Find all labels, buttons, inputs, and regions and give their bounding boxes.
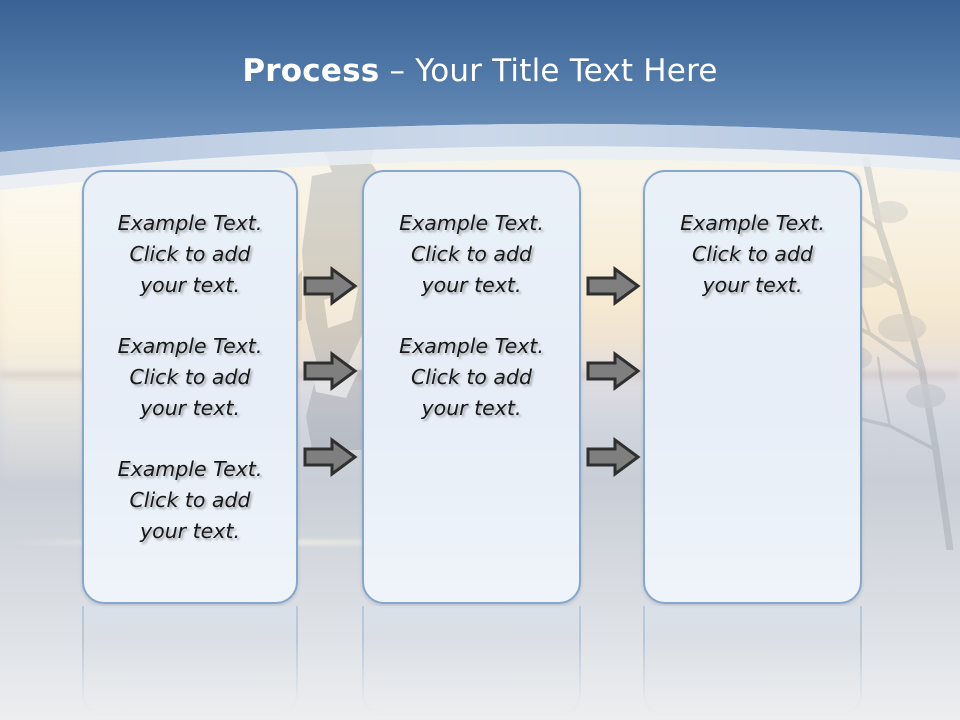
right-block-arrow-icon[interactable] <box>585 351 641 391</box>
right-block-arrow-icon[interactable] <box>302 266 358 306</box>
process-box-2-text-1[interactable]: Example Text. Click to add your text. <box>399 211 544 297</box>
process-box-2-text-2[interactable]: Example Text. Click to add your text. <box>399 334 544 420</box>
right-block-arrow-icon[interactable] <box>302 437 358 477</box>
right-block-arrow-icon[interactable] <box>585 266 641 306</box>
process-box-2[interactable]: Example Text. Click to add your text. Ex… <box>362 170 581 604</box>
process-box-1-text-1[interactable]: Example Text. Click to add your text. <box>117 211 263 297</box>
process-box-1-reflection <box>82 606 298 716</box>
process-box-3-text-1[interactable]: Example Text. Click to add your text. <box>680 211 825 297</box>
page-title: Process – Your Title Text Here <box>0 52 960 90</box>
right-block-arrow-icon[interactable] <box>585 437 641 477</box>
header-band <box>0 0 960 200</box>
process-box-1-text-2[interactable]: Example Text. Click to add your text. <box>117 334 263 420</box>
process-box-3-reflection <box>643 606 862 716</box>
process-box-1[interactable]: Example Text. Click to add your text. Ex… <box>82 170 298 604</box>
right-block-arrow-icon[interactable] <box>302 351 358 391</box>
process-box-2-reflection <box>362 606 581 716</box>
process-box-1-text-3[interactable]: Example Text. Click to add your text. <box>117 457 263 543</box>
title-rest: – Your Title Text Here <box>379 53 718 89</box>
process-box-3[interactable]: Example Text. Click to add your text. <box>643 170 862 604</box>
title-strong: Process <box>242 53 380 89</box>
